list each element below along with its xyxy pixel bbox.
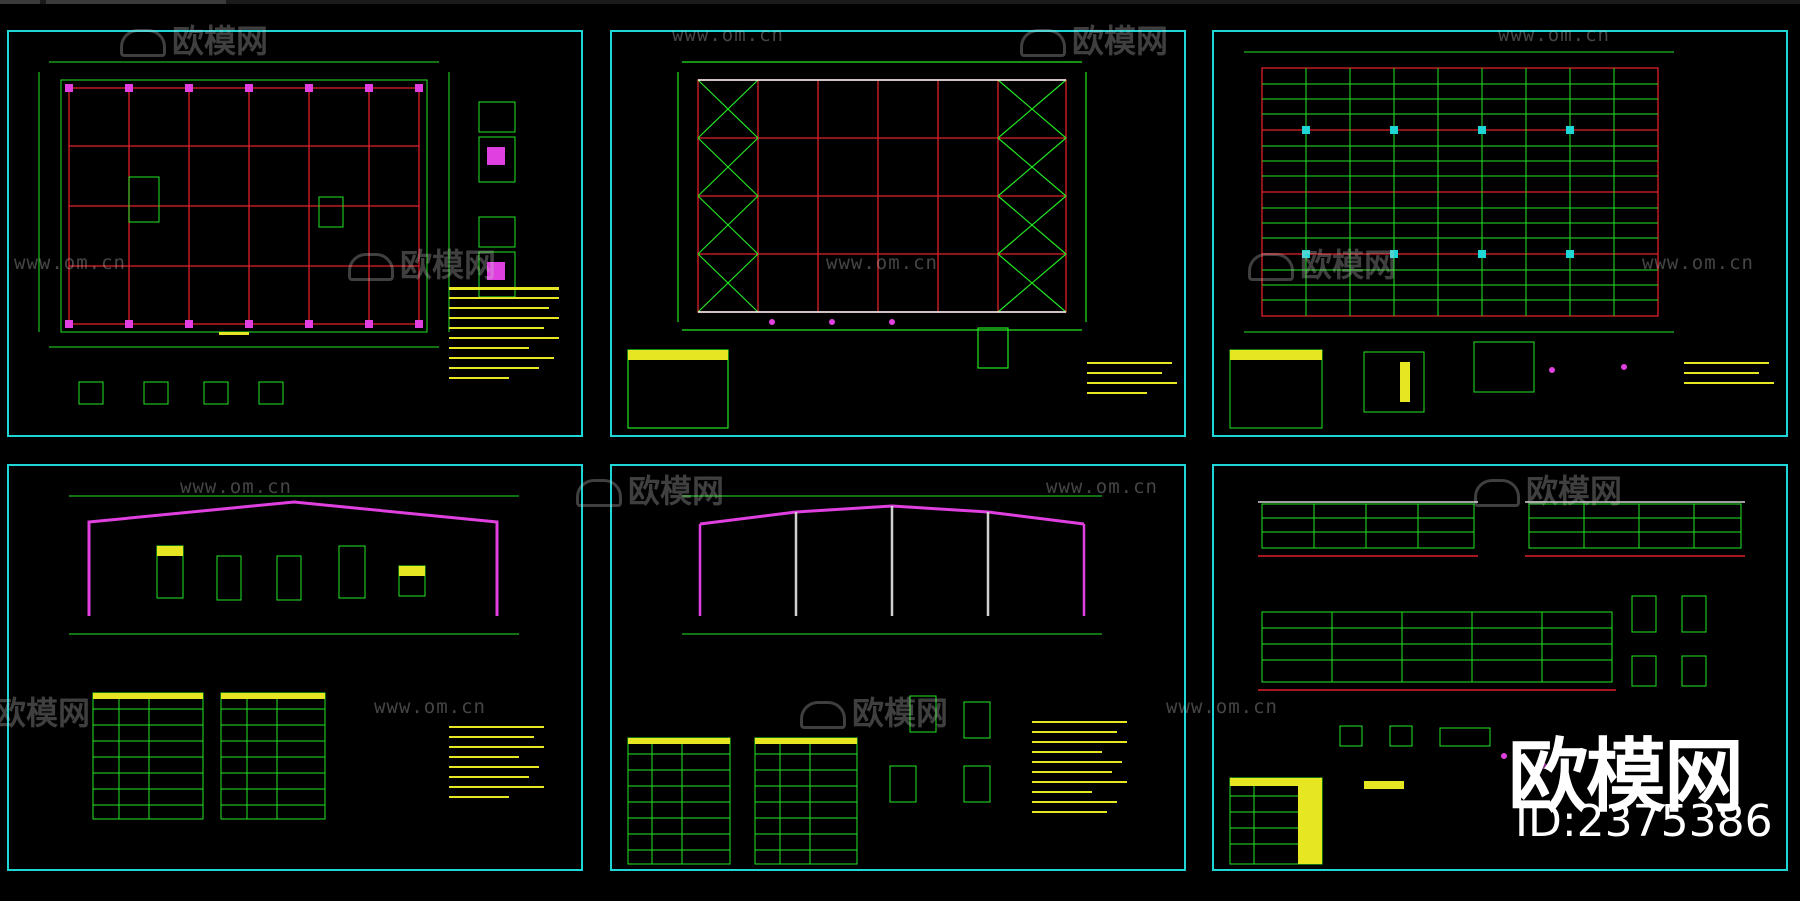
- watermark-url: www.om.cn: [1642, 252, 1754, 274]
- watermark-logo: 欧模网: [800, 688, 948, 734]
- brand-logo-text: 欧模网: [1508, 730, 1744, 823]
- watermark-logo-text: 欧模网: [852, 694, 949, 732]
- watermark-logo: 欧模网: [120, 16, 268, 62]
- watermark-logo-icon: [1248, 253, 1294, 281]
- watermark-url: www.om.cn: [374, 696, 486, 718]
- watermark-url: www.om.cn: [826, 252, 938, 274]
- watermark-logo-text: 欧模网: [400, 246, 497, 284]
- watermark-logo-text: 欧模网: [172, 22, 269, 60]
- sheet-multi-span-frame-elevation[interactable]: [610, 464, 1186, 871]
- watermark-logo-icon: [1474, 479, 1520, 507]
- watermark-logo: 欧模网: [0, 688, 90, 734]
- watermark-url: www.om.cn: [672, 24, 784, 46]
- sheet-portal-frame-elevation[interactable]: [7, 464, 583, 871]
- wall-elevations-drawing: [1229, 501, 1745, 865]
- watermark-logo-text: 欧模网: [1526, 472, 1623, 510]
- watermark-logo-text: 欧模网: [628, 472, 725, 510]
- watermark-logo-text: 欧模网: [0, 694, 91, 732]
- watermark-logo-icon: [800, 701, 846, 729]
- roof-bracing-drawing: [627, 61, 1177, 429]
- portal-frame-drawing: [69, 495, 544, 820]
- watermark-logo: 欧模网: [1020, 16, 1168, 62]
- watermark-logo: 欧模网: [348, 240, 496, 286]
- foundation-plan-drawing: [38, 61, 559, 405]
- watermark-logo: 欧模网: [1474, 466, 1622, 512]
- sheet-wall-elevations[interactable]: [1212, 464, 1788, 871]
- file-tab-right[interactable]: [46, 0, 226, 4]
- watermark-logo: 欧模网: [576, 466, 724, 512]
- sheet-foundation-plan[interactable]: [7, 30, 583, 437]
- watermark-url: www.om.cn: [14, 252, 126, 274]
- watermark-url: www.om.cn: [1046, 476, 1158, 498]
- sheet-purlin-layout-plan[interactable]: [1212, 30, 1788, 437]
- watermark-logo-text: 欧模网: [1072, 22, 1169, 60]
- watermark-logo: 欧模网: [1248, 240, 1396, 286]
- app-top-bar: [0, 0, 1800, 4]
- file-tab-left[interactable]: [0, 0, 40, 4]
- watermark-logo-icon: [120, 29, 166, 57]
- watermark-logo-icon: [576, 479, 622, 507]
- watermark-url: www.om.cn: [1498, 24, 1610, 46]
- asset-id-label: ID:2375386: [1515, 796, 1773, 847]
- watermark-url: www.om.cn: [1166, 696, 1278, 718]
- watermark-logo-icon: [1020, 29, 1066, 57]
- multi-span-frame-drawing: [627, 495, 1127, 865]
- watermark-url: www.om.cn: [180, 476, 292, 498]
- watermark-logo-icon: [348, 253, 394, 281]
- watermark-logo-text: 欧模网: [1300, 246, 1397, 284]
- sheet-roof-bracing-plan[interactable]: [610, 30, 1186, 437]
- purlin-layout-drawing: [1229, 51, 1774, 429]
